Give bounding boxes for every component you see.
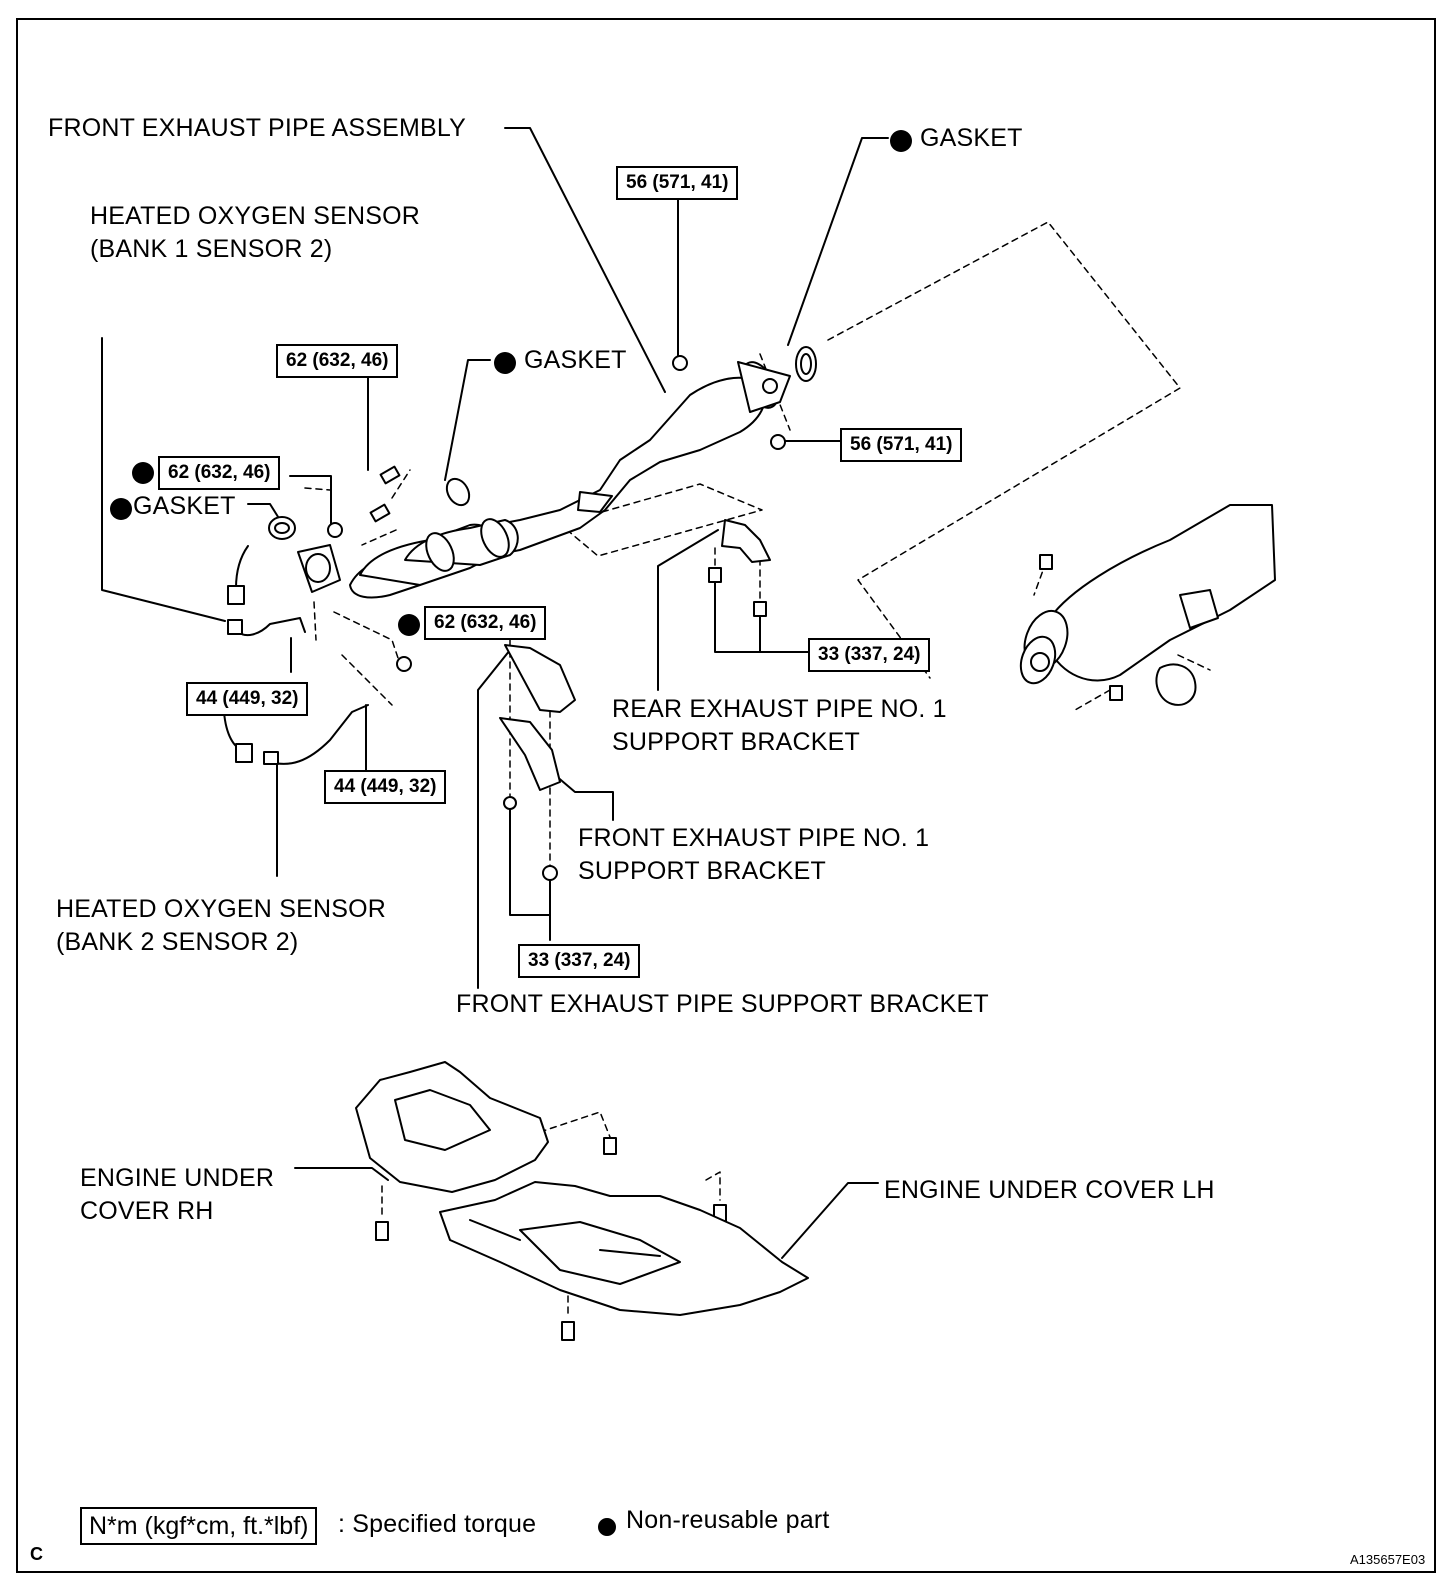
legend-nonreusable-text: Non-reusable part [626, 1506, 830, 1534]
dashed-lines [304, 221, 1211, 1319]
nonreusable-marker [110, 498, 132, 520]
figure-code: A135657E03 [1350, 1552, 1426, 1567]
gasket-parts [268, 346, 817, 540]
fasteners [327, 355, 1123, 1341]
label-ho2s-bank1: HEATED OXYGEN SENSOR (BANK 1 SENSOR 2) [90, 202, 420, 263]
label-gasket-mid: GASKET [524, 346, 627, 374]
rear-muffler [1019, 504, 1276, 706]
engine-under-covers [355, 1061, 809, 1316]
torque-33-front: 33 (337, 24) [518, 944, 641, 978]
legend-nonreusable-marker [598, 1518, 616, 1536]
corner-letter: C [30, 1544, 44, 1564]
diagram-frame [16, 18, 1436, 1573]
torque-62-left: 62 (632, 46) [158, 456, 281, 490]
label-under-cover-rh: ENGINE UNDER COVER RH [80, 1164, 275, 1225]
label-front-exhaust-pipe-assembly: FRONT EXHAUST PIPE ASSEMBLY [48, 114, 467, 142]
torque-44-right: 44 (449, 32) [324, 770, 447, 804]
oxygen-sensors [223, 545, 369, 765]
torque-62-upper: 62 (632, 46) [276, 344, 399, 378]
nonreusable-marker [494, 352, 516, 374]
torque-56-top: 56 (571, 41) [616, 166, 739, 200]
label-ho2s-bank2: HEATED OXYGEN SENSOR (BANK 2 SENSOR 2) [56, 895, 386, 956]
label-under-cover-lh: ENGINE UNDER COVER LH [884, 1176, 1215, 1204]
nonreusable-marker [890, 130, 912, 152]
label-gasket-left: GASKET [133, 492, 236, 520]
label-front-no1-bracket: FRONT EXHAUST PIPE NO. 1 SUPPORT BRACKET [578, 824, 930, 885]
torque-62-lower: 62 (632, 46) [424, 606, 547, 640]
label-front-support-bracket: FRONT EXHAUST PIPE SUPPORT BRACKET [456, 990, 989, 1018]
torque-56-right: 56 (571, 41) [840, 428, 963, 462]
front-exhaust-pipe-assembly [297, 361, 791, 599]
support-brackets [499, 519, 771, 791]
nonreusable-marker [398, 614, 420, 636]
label-rear-bracket: REAR EXHAUST PIPE NO. 1 SUPPORT BRACKET [612, 695, 947, 756]
label-gasket-top-right: GASKET [920, 124, 1023, 152]
leader-lines [101, 127, 889, 1259]
torque-33-rear: 33 (337, 24) [808, 638, 931, 672]
torque-44-left: 44 (449, 32) [186, 682, 309, 716]
legend-torque-text: : Specified torque [338, 1510, 537, 1538]
legend-torque-unit: N*m (kgf*cm, ft.*lbf) [80, 1507, 318, 1545]
nonreusable-marker [132, 462, 154, 484]
